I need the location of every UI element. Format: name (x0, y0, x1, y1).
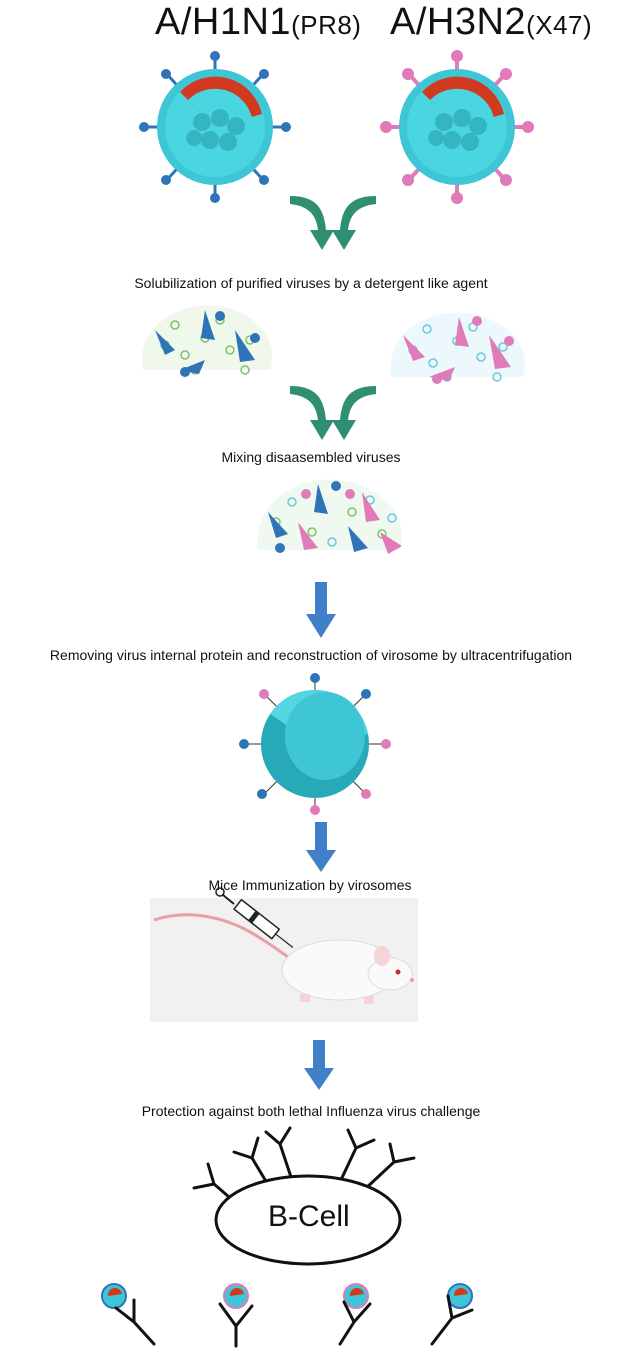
strain-title-h1n1: A/H1N1(PR8) (155, 2, 361, 45)
disassembled-h1n1 (141, 305, 273, 377)
strain-sub: (X47) (526, 10, 593, 40)
converging-arrows-1 (290, 196, 376, 250)
step-solubilization: Solubilization of purified viruses by a … (134, 275, 488, 291)
mouse-photo (150, 887, 418, 1022)
strain-name: A/H1N1 (155, 1, 292, 43)
syringe-icon (215, 887, 294, 948)
bcell-diagram (192, 1126, 416, 1266)
antibody-virus-pair-4 (430, 1283, 474, 1346)
strain-sub: (PR8) (291, 10, 362, 40)
down-arrow-3 (304, 1040, 334, 1090)
virion-h3n2 (380, 50, 534, 204)
antibody-virus-pair-2 (218, 1283, 254, 1348)
strain-name: A/H3N2 (390, 1, 527, 43)
down-arrow-2 (306, 822, 336, 872)
antibody-virus-pair-1 (101, 1283, 156, 1346)
mouse-illustration (153, 913, 414, 1004)
mixed-viruses (257, 479, 402, 554)
down-arrow-1 (306, 582, 336, 638)
step-mixing: Mixing disaasembled viruses (221, 449, 401, 465)
strain-title-h3n2: A/H3N2(X47) (390, 2, 592, 45)
disassembled-h3n2 (390, 312, 526, 384)
virosome (239, 673, 391, 815)
bcell-label: B-Cell (268, 1200, 350, 1233)
step-immunization: Mice Immunization by virosomes (208, 877, 412, 893)
virion-h1n1 (139, 51, 291, 203)
step-removing: Removing virus internal protein and reco… (49, 647, 573, 663)
converging-arrows-2 (290, 386, 376, 440)
step-protection: Protection against both lethal Influenza… (141, 1103, 481, 1119)
antibody-virus-pair-3 (338, 1283, 372, 1346)
